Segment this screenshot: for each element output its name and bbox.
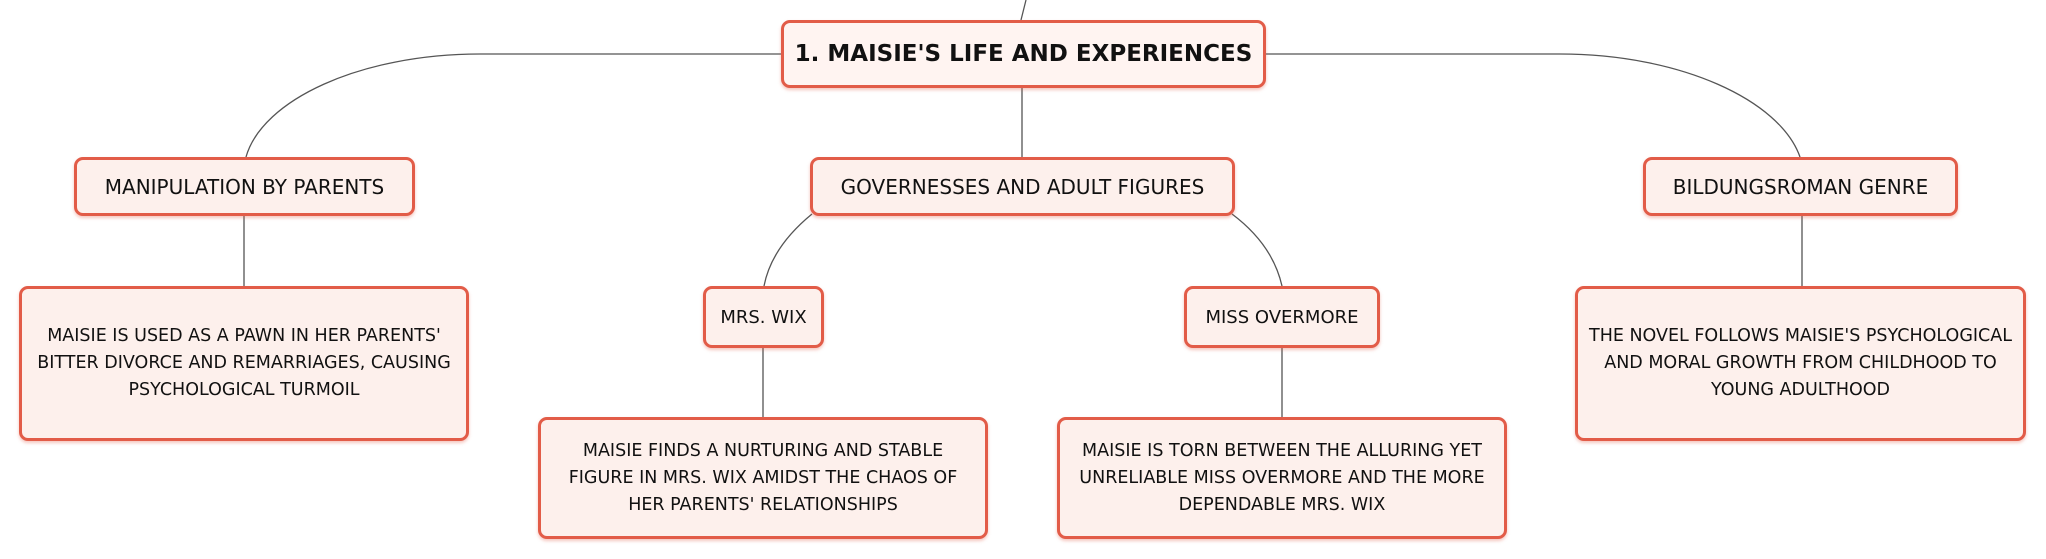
connector-root-bildungsroman bbox=[1266, 53, 1801, 158]
detail-node-text: THE NOVEL FOLLOWS MAISIE'S PSYCHOLOGICAL… bbox=[1589, 326, 2012, 400]
detail-node-text: MAISIE FINDS A NURTURING AND STABLE FIGU… bbox=[568, 440, 958, 515]
topic-node-label: MANIPULATION BY PARENTS bbox=[104, 174, 385, 199]
topic-node-label: BILDUNGSROMAN GENRE bbox=[1672, 174, 1929, 199]
connector-governesses-missovermore bbox=[1231, 213, 1283, 287]
connector-governesses-mrswix bbox=[763, 213, 813, 287]
detail-node-mrs-wix[interactable]: MAISIE FINDS A NURTURING AND STABLE FIGU… bbox=[538, 417, 988, 539]
detail-node-manipulation[interactable]: MAISIE IS USED AS A PAWN IN HER PARENTS'… bbox=[19, 286, 469, 441]
connector-root-manipulation bbox=[245, 53, 782, 158]
connector-root-parent bbox=[1020, 0, 1027, 21]
subtopic-node-label: MISS OVERMORE bbox=[1205, 306, 1359, 328]
detail-node-text: MAISIE IS USED AS A PAWN IN HER PARENTS'… bbox=[37, 326, 451, 400]
detail-node-miss-overmore[interactable]: MAISIE IS TORN BETWEEN THE ALLURING YET … bbox=[1057, 417, 1507, 539]
root-node[interactable]: 1. MAISIE'S LIFE AND EXPERIENCES bbox=[781, 20, 1266, 88]
subtopic-node-label: MRS. WIX bbox=[720, 306, 807, 328]
detail-node-text: MAISIE IS TORN BETWEEN THE ALLURING YET … bbox=[1079, 440, 1485, 515]
subtopic-node-mrs-wix[interactable]: MRS. WIX bbox=[703, 286, 824, 348]
detail-node-bildungsroman[interactable]: THE NOVEL FOLLOWS MAISIE'S PSYCHOLOGICAL… bbox=[1575, 286, 2026, 441]
topic-node-label: GOVERNESSES AND ADULT FIGURES bbox=[840, 174, 1205, 199]
subtopic-node-miss-overmore[interactable]: MISS OVERMORE bbox=[1184, 286, 1380, 348]
root-node-label: 1. MAISIE'S LIFE AND EXPERIENCES bbox=[794, 41, 1253, 67]
topic-node-bildungsroman[interactable]: BILDUNGSROMAN GENRE bbox=[1643, 157, 1958, 216]
topic-node-governesses[interactable]: GOVERNESSES AND ADULT FIGURES bbox=[810, 157, 1235, 216]
topic-node-manipulation[interactable]: MANIPULATION BY PARENTS bbox=[74, 157, 415, 216]
